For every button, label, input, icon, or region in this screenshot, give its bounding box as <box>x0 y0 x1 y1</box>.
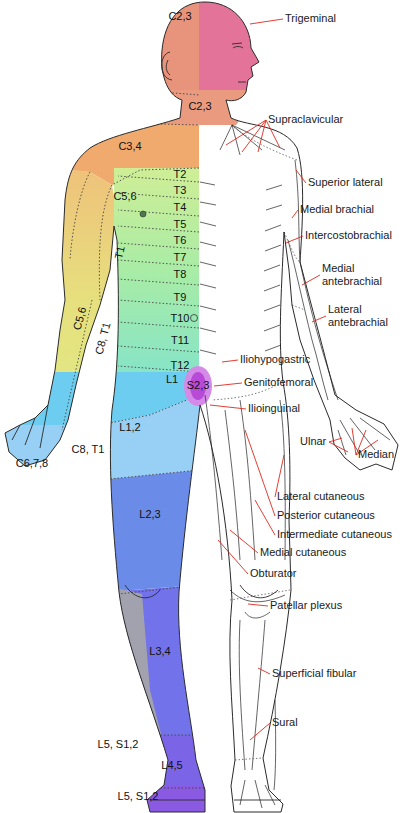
dermatome-label: T2 <box>174 168 187 181</box>
l34-band <box>0 585 199 735</box>
sacral-patch-outer <box>184 366 212 406</box>
dermatome-label: T4 <box>174 201 187 214</box>
dermatome-label: T6 <box>174 234 187 247</box>
dermatome-boundaries <box>0 92 206 788</box>
nerve-label: Superior lateral <box>308 176 383 189</box>
nerve-label: Trigeminal <box>285 12 336 25</box>
dermatome-label: L2,3 <box>139 508 160 521</box>
nerve-label: Medial cutaneous <box>260 546 346 559</box>
dermatome-label: T1 <box>112 245 127 260</box>
dermatome-label: C2,3 <box>188 100 211 113</box>
nerve-label: Obturator <box>250 567 296 580</box>
nerve-label: Superficial fibular <box>272 667 356 680</box>
dermatome-label: L5, S1,2 <box>98 738 139 751</box>
nerve-label: Ulnar <box>300 435 326 448</box>
dermatome-label: C5,6 <box>113 190 136 203</box>
nerve-label: Iliohypogastric <box>240 353 310 366</box>
nerve-label: Intermediate cutaneous <box>277 528 392 541</box>
body-outline <box>5 2 398 812</box>
l45-band <box>150 735 206 790</box>
face-features <box>12 43 281 800</box>
dermatome-label: L1,2 <box>119 421 140 434</box>
nipple-mark <box>140 211 146 217</box>
nerve-territory-boundaries <box>212 125 305 760</box>
nerve-label: Patellar plexus <box>270 599 342 612</box>
nerve-label: Sural <box>272 716 298 729</box>
dermatome-label: L3,4 <box>149 645 170 658</box>
nerve-label: Intercostobrachial <box>305 229 392 242</box>
dermatome-label: T3 <box>174 184 187 197</box>
nerve-label: Median <box>358 448 394 461</box>
dermatome-label: L5, S1,2 <box>118 790 159 803</box>
dermatome-label: S2,3 <box>187 379 210 392</box>
dermatome-label: C5,6 <box>71 306 90 332</box>
nerve-branches <box>200 125 390 808</box>
dermatome-label: T11 <box>171 334 189 347</box>
dermatome-bands <box>0 0 271 813</box>
dermatome-label: T10 <box>171 312 190 325</box>
dermatome-label: C6,7,8 <box>16 457 48 470</box>
nerve-label: Medial antebrachial <box>322 262 397 288</box>
thoracic-band <box>114 168 199 376</box>
dermatome-label: C8, T1 <box>72 443 105 456</box>
l23-band <box>0 470 199 600</box>
nerve-label: Supraclavicular <box>268 113 343 126</box>
dermatome-label: T5 <box>174 218 187 231</box>
navel-mark <box>191 315 198 322</box>
dermatome-label: C8, T1 <box>92 321 113 356</box>
dermatome-label: T12 <box>171 359 190 372</box>
leader-lines <box>210 19 378 740</box>
nerve-label: Medial brachial <box>300 203 374 216</box>
nerve-label: Lateral cutaneous <box>277 490 364 503</box>
nerve-label: Genitofemoral <box>244 376 313 389</box>
nerve-label: Posterior cutaneous <box>277 509 375 522</box>
nerve-label: Lateral antebrachial <box>328 303 398 329</box>
lateral-leg-band <box>116 588 162 746</box>
head-band <box>0 0 199 95</box>
dermatome-label: L4,5 <box>161 759 182 772</box>
dermatome-label: T9 <box>174 291 187 304</box>
dermatome-label: T8 <box>174 268 187 281</box>
nerve-label: Ilioinguinal <box>248 402 300 415</box>
dermatome-label: C2,3 <box>168 10 191 23</box>
face-band <box>199 0 271 95</box>
neck-band <box>0 90 265 125</box>
dermatome-label: L1 <box>166 373 178 386</box>
dermatome-label: C3,4 <box>118 140 141 153</box>
dermatome-label: T7 <box>174 251 187 264</box>
